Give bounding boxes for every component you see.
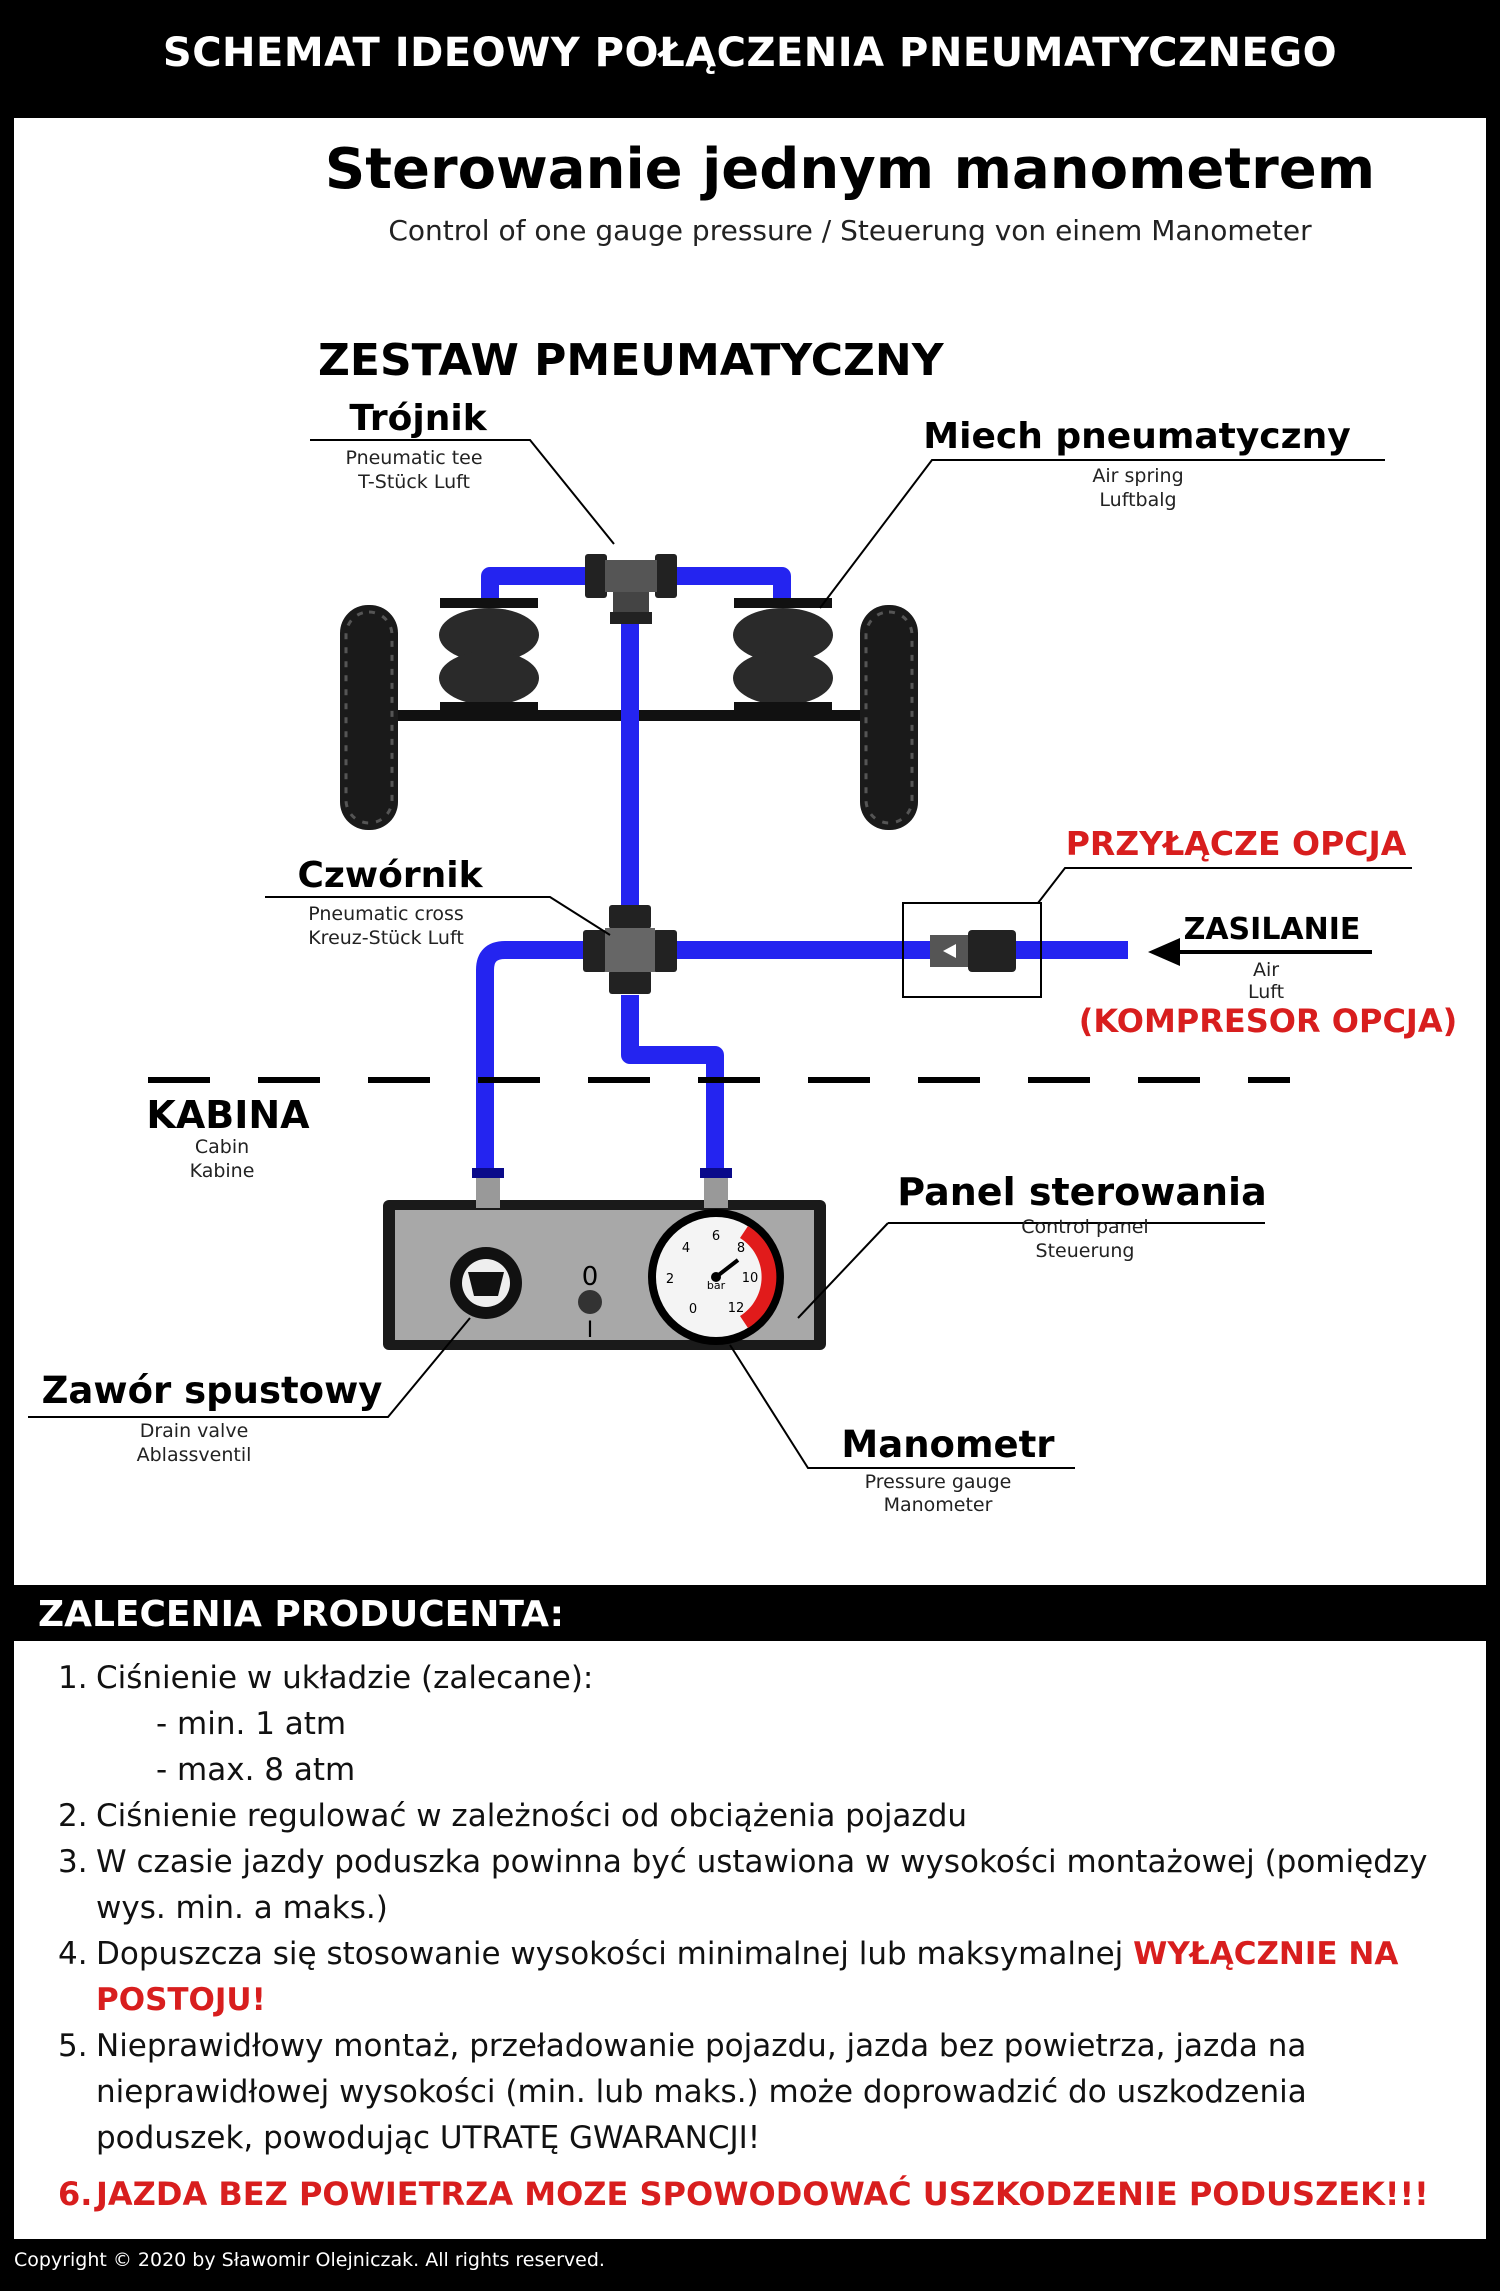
axle-assembly (340, 598, 918, 830)
hose-left-spring (481, 567, 600, 598)
svg-text:Trójnik: Trójnik (349, 398, 487, 439)
gauge-tick-0: 0 (689, 1302, 697, 1317)
connector-fitting (902, 902, 1042, 998)
hose-cross-to-panel-left (476, 941, 598, 1168)
toggle-switch[interactable]: 0 I (578, 1262, 602, 1343)
recommendation-subitem: - max. 8 atm (156, 1752, 356, 1788)
svg-text:Air: Air (1253, 959, 1279, 981)
leader-drain-valve (28, 1317, 471, 1418)
gauge-unit: bar (707, 1279, 726, 1292)
svg-text:Kreuz-Stück Luft: Kreuz-Stück Luft (308, 927, 464, 949)
page-title: SCHEMAT IDEOWY POŁĄCZENIA PNEUMATYCZNEGO (162, 30, 1338, 76)
svg-text:Drain valve: Drain valve (140, 1420, 249, 1442)
recommendation-item: 2. Ciśnienie regulować w zależności od o… (58, 1798, 968, 1834)
highlight-warning: WYŁĄCZNIE NA POSTOJU! (96, 1936, 1399, 2018)
label-air-spring: Miech pneumatyczny Air spring Luftbalg (923, 416, 1350, 511)
svg-text:(KOMPRESOR OPCJA): (KOMPRESOR OPCJA) (1079, 1002, 1457, 1040)
svg-text:Cabin: Cabin (195, 1136, 249, 1158)
gauge-tick-4: 4 (682, 1241, 690, 1256)
svg-text:Czwórnik: Czwórnik (297, 855, 483, 896)
leader-air-spring (819, 459, 1385, 609)
diagram-title: Sterowanie jednym manometrem (325, 137, 1375, 202)
svg-text:Pneumatic cross: Pneumatic cross (308, 903, 464, 925)
leader-panel (797, 1222, 889, 1319)
recommendation-subitem: - min. 1 atm (156, 1706, 347, 1742)
gauge-tick-10: 10 (742, 1271, 759, 1286)
hose-right-spring (668, 567, 791, 598)
svg-text:ZASILANIE: ZASILANIE (1184, 912, 1361, 947)
svg-text:Control panel: Control panel (1021, 1216, 1148, 1238)
recommendations-list: 1. Ciśnienie w układzie (zalecane): - mi… (38, 1655, 1458, 2217)
svg-text:Manometr: Manometr (841, 1423, 1055, 1466)
svg-text:Air spring: Air spring (1092, 465, 1183, 487)
tee-fitting (585, 554, 677, 624)
right-wheel (860, 605, 918, 830)
label-connector: PRZYŁĄCZE OPCJA (1066, 824, 1407, 863)
label-gauge: Manometr Pressure gauge Manometer (841, 1423, 1055, 1516)
svg-text:Pneumatic tee: Pneumatic tee (345, 447, 482, 469)
leader-connector (1037, 867, 1412, 904)
leader-tee (310, 439, 615, 545)
svg-text:Pressure gauge: Pressure gauge (865, 1471, 1012, 1493)
recommendation-item: 3. W czasie jazdy poduszka powinna być u… (58, 1844, 1428, 1926)
svg-text:PRZYŁĄCZE OPCJA: PRZYŁĄCZE OPCJA (1066, 824, 1407, 863)
leader-gauge (729, 1344, 1075, 1469)
pneumatic-diagram: Sterowanie jednym manometrem Control of … (28, 137, 1457, 1516)
kit-label: ZESTAW PMEUMATYCZNY (318, 335, 945, 386)
gauge-tick-6: 6 (712, 1229, 720, 1244)
gauge-tick-2: 2 (666, 1272, 674, 1287)
label-control-panel: Panel sterowania Control panel Steuerung (897, 1170, 1266, 1262)
recommendation-item: 5. Nieprawidłowy montaż, przeładowanie p… (58, 2028, 1307, 2156)
leader-lines (28, 439, 1412, 1469)
svg-text:Miech pneumatyczny: Miech pneumatyczny (923, 416, 1350, 457)
svg-text:KABINA: KABINA (146, 1093, 310, 1137)
copyright-text: Copyright © 2020 by Sławomir Olejniczak.… (14, 2249, 605, 2271)
title-banner: SCHEMAT IDEOWY POŁĄCZENIA PNEUMATYCZNEGO (0, 0, 1500, 118)
recommendation-warning: 6. JAZDA BEZ POWIETRZA MOZE SPOWODOWAĆ U… (58, 2175, 1429, 2213)
label-tee: Trójnik Pneumatic tee T-Stück Luft (345, 398, 487, 493)
right-air-spring (733, 598, 833, 712)
svg-text:Luftbalg: Luftbalg (1099, 489, 1176, 511)
left-wheel (340, 605, 398, 830)
diagram-subtitle: Control of one gauge pressure / Steuerun… (388, 214, 1312, 247)
recommendations-panel (14, 1641, 1486, 2239)
recommendations-title: ZALECENIA PRODUCENTA: (38, 1594, 565, 1635)
label-drain-valve: Zawór spustowy Drain valve Ablassventil (42, 1369, 383, 1466)
air-hoses (476, 567, 1128, 1168)
svg-text:Zawór spustowy: Zawór spustowy (42, 1369, 383, 1412)
drain-valve-knob[interactable] (450, 1247, 522, 1319)
label-cross: Czwórnik Pneumatic cross Kreuz-Stück Luf… (297, 855, 483, 949)
svg-text:Kabine: Kabine (190, 1160, 255, 1182)
svg-text:Manometer: Manometer (884, 1494, 993, 1516)
switch-on-label: 0 (582, 1262, 599, 1292)
supply-arrow (1148, 938, 1372, 966)
recommendation-item: 4. Dopuszcza się stosowanie wysokości mi… (58, 1936, 1399, 2018)
cross-fitting (583, 905, 677, 994)
leader-cross (265, 896, 611, 936)
recommendation-item: 1. Ciśnienie w układzie (zalecane): (58, 1660, 594, 1696)
pressure-gauge-face: bar 0 2 4 6 8 10 12 (648, 1209, 784, 1345)
svg-text:Steuerung: Steuerung (1036, 1240, 1135, 1262)
svg-text:Panel sterowania: Panel sterowania (897, 1170, 1266, 1214)
control-panel-device: 0 I bar 0 2 4 6 8 10 12 (383, 1168, 826, 1350)
label-cabin: KABINA Cabin Kabine (146, 1093, 310, 1182)
left-air-spring (439, 598, 539, 712)
gauge-tick-12: 12 (728, 1301, 745, 1316)
switch-off-label: I (587, 1318, 594, 1343)
svg-text:T-Stück Luft: T-Stück Luft (357, 471, 470, 493)
label-supply: ZASILANIE Air Luft (KOMPRESOR OPCJA) (1079, 912, 1457, 1040)
gauge-tick-8: 8 (737, 1241, 745, 1256)
hose-cross-to-gauge (621, 995, 724, 1168)
svg-text:Luft: Luft (1248, 981, 1284, 1003)
svg-text:Ablassventil: Ablassventil (137, 1444, 252, 1466)
recommendations-header (0, 1585, 1500, 1641)
